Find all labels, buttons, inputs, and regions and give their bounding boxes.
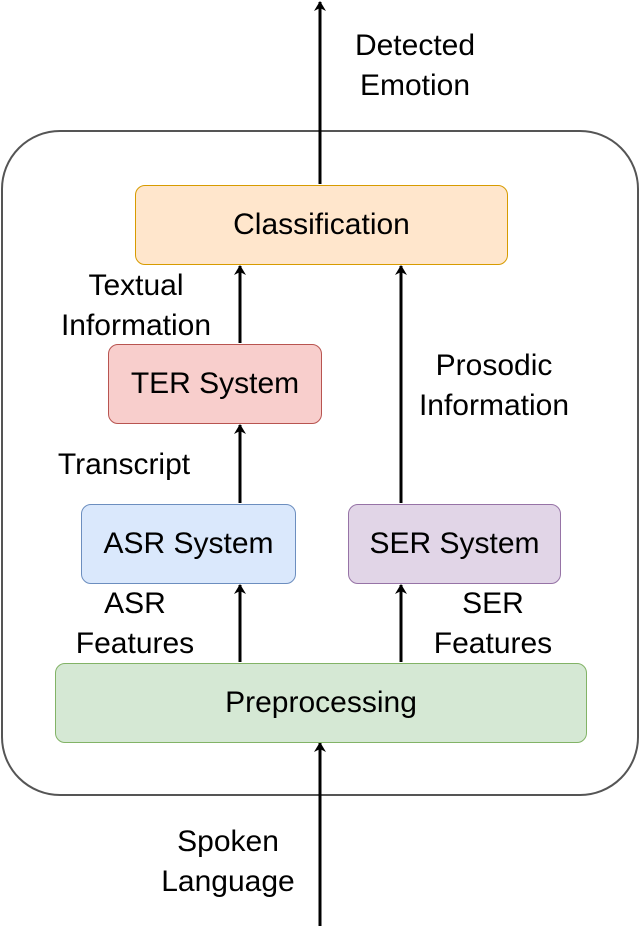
preprocessing-node: Preprocessing (55, 663, 587, 743)
preprocessing-label: Preprocessing (225, 686, 417, 719)
ser-system-node: SER System (348, 504, 561, 584)
input-label: Spoken Language (161, 825, 295, 898)
output-label: Detected Emotion (354, 29, 476, 102)
asr-system-label: ASR System (103, 527, 274, 560)
textual-information-label: Textual Information (60, 269, 212, 342)
classification-node: Classification (135, 185, 508, 265)
asr-system-node: ASR System (81, 504, 296, 584)
ter-system-label: TER System (130, 367, 300, 400)
transcript-label: Transcript (57, 448, 191, 481)
classification-label: Classification (233, 208, 410, 241)
prosodic-information-label: Prosodic Information (418, 349, 570, 422)
ser-features-label: SER Features (433, 587, 553, 660)
ser-system-label: SER System (369, 527, 540, 560)
ter-system-node: TER System (108, 344, 322, 424)
asr-features-label: ASR Features (75, 587, 195, 660)
